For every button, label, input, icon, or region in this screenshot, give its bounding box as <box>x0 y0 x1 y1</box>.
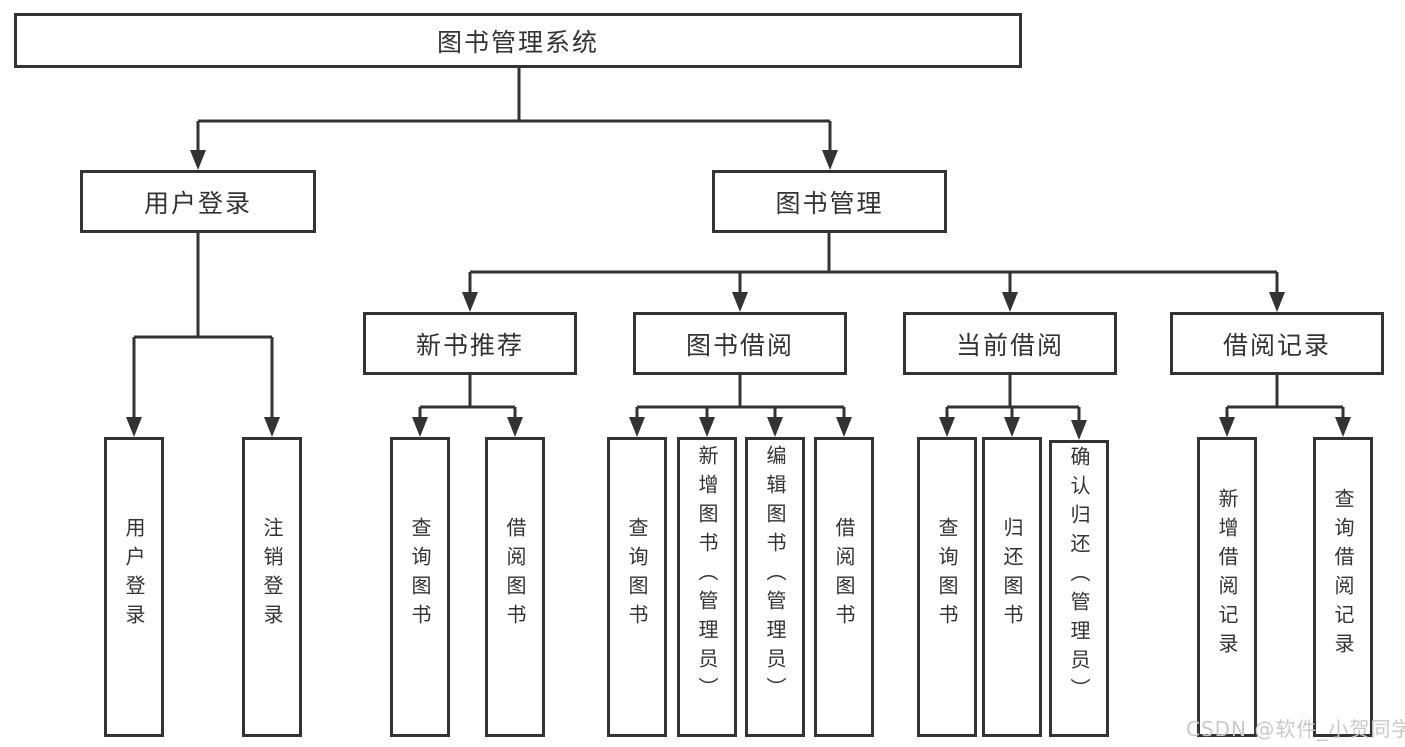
leaf-nb-query-books: 查询图书 <box>390 437 450 737</box>
leaf-bw-borrow-books: 借阅图书 <box>814 437 874 737</box>
leaf-rec-query-borrow-record: 查询借阅记录 <box>1313 437 1373 737</box>
arrowhead-icon <box>836 417 852 437</box>
leaf-nb-borrow-books: 借阅图书 <box>485 437 545 737</box>
node-label: 借阅记录 <box>1222 330 1331 360</box>
node-label: 注销登录 <box>260 517 284 633</box>
node-book-management: 图书管理 <box>712 170 947 233</box>
node-label: 查询借阅记录 <box>1331 488 1355 662</box>
node-label: 查询图书 <box>625 517 649 633</box>
arrowhead-icon <box>1002 292 1018 312</box>
leaf-bw-edit-books-admin: 编辑图书（管理员） <box>745 437 805 737</box>
node-root-system: 图书管理系统 <box>14 13 1022 68</box>
node-label: 图书管理 <box>775 188 884 218</box>
arrowhead-icon <box>732 292 748 312</box>
arrowhead-icon <box>822 150 838 170</box>
arrowhead-icon <box>1335 417 1351 437</box>
node-label: 借阅图书 <box>503 517 527 633</box>
node-current-borrowing: 当前借阅 <box>903 312 1117 375</box>
node-label: 借阅图书 <box>832 517 856 633</box>
arrowhead-icon <box>1219 417 1235 437</box>
node-label: 查询图书 <box>935 517 959 633</box>
node-label: 新增图书（管理员） <box>695 444 719 706</box>
node-label: 查询图书 <box>408 517 432 633</box>
node-label: 新增借阅记录 <box>1215 488 1239 662</box>
node-label: 编辑图书（管理员） <box>763 444 787 706</box>
arrowhead-icon <box>939 417 955 437</box>
tree-branch-lines <box>134 68 1343 409</box>
arrowhead-icon <box>412 417 428 437</box>
arrow-shafts <box>132 121 1345 424</box>
leaf-user-logout: 注销登录 <box>242 437 302 737</box>
arrowhead-icon <box>264 417 280 437</box>
node-new-book-recommend: 新书推荐 <box>363 312 577 375</box>
node-user-login: 用户登录 <box>80 170 316 233</box>
node-label: 确认归还（管理员） <box>1067 446 1091 707</box>
leaf-cur-return-books: 归还图书 <box>982 437 1042 737</box>
node-label: 图书管理系统 <box>436 27 599 57</box>
leaf-cur-query-books: 查询图书 <box>917 437 977 737</box>
leaf-user-login: 用户登录 <box>104 437 164 737</box>
arrowhead-icon <box>126 417 142 437</box>
arrowhead-icon <box>629 417 645 437</box>
arrowhead-icon <box>1071 420 1087 440</box>
arrowhead-icon <box>1004 417 1020 437</box>
leaf-cur-confirm-return-admin: 确认归还（管理员） <box>1049 440 1109 737</box>
arrowhead-icon <box>699 417 715 437</box>
node-borrowing-records: 借阅记录 <box>1170 312 1384 375</box>
csdn-watermark: CSDN @软件_小贺同学 <box>1186 717 1405 741</box>
leaf-bw-query-books: 查询图书 <box>607 437 667 737</box>
node-label: 用户登录 <box>143 188 252 218</box>
node-label: 图书借阅 <box>685 330 794 360</box>
arrowhead-icon <box>462 292 478 312</box>
arrowhead-icon <box>1269 292 1285 312</box>
node-label: 新书推荐 <box>415 330 524 360</box>
leaf-rec-add-borrow-record: 新增借阅记录 <box>1197 437 1257 737</box>
arrowhead-icon <box>507 417 523 437</box>
node-label: 归还图书 <box>1000 517 1024 633</box>
node-label: 当前借阅 <box>955 330 1064 360</box>
arrowhead-icon <box>767 417 783 437</box>
arrowhead-icon <box>190 150 206 170</box>
leaf-bw-add-books-admin: 新增图书（管理员） <box>677 437 737 737</box>
node-label: 用户登录 <box>122 517 146 633</box>
node-book-borrowing: 图书借阅 <box>633 312 847 375</box>
